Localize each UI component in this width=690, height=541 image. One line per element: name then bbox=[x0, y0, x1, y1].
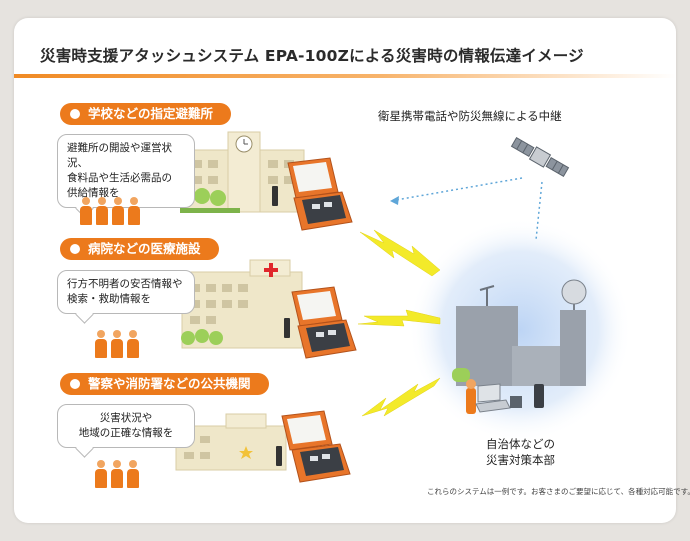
attache-case-3 bbox=[276, 410, 351, 483]
hq-label-line: 災害対策本部 bbox=[486, 453, 555, 467]
attache-case-2 bbox=[284, 286, 357, 359]
bubble-line: 検索・救助情報を bbox=[67, 293, 151, 305]
hq-building-icon bbox=[452, 279, 587, 386]
bubble-line: 行方不明者の安否情報や bbox=[67, 278, 183, 290]
hospital-building-icon bbox=[181, 259, 303, 349]
evacuees-people-icon bbox=[80, 197, 140, 225]
attache-case-1 bbox=[272, 157, 353, 231]
relay-label: 衛星携帯電話や防災無線による中継 bbox=[378, 109, 562, 123]
school-building-icon bbox=[178, 131, 305, 213]
hq-glow bbox=[408, 218, 632, 442]
section-heading-shelter: 学校などの指定避難所 bbox=[60, 103, 232, 125]
satellite-icon bbox=[510, 136, 570, 178]
bubble-line: 避難所の開設や運営状況、 bbox=[67, 142, 172, 169]
bubble-line: 供給情報を bbox=[67, 187, 120, 199]
relay-line-to-shelter bbox=[395, 177, 523, 201]
footnote: これらのシステムは一例です。お客さまのご要望に応じて、各種対応可能です。 bbox=[427, 487, 690, 496]
lightning-bolt-3 bbox=[361, 377, 441, 417]
hq-equipment-icon bbox=[466, 379, 544, 414]
hq-label: 自治体などの 災害対策本部 bbox=[486, 436, 555, 468]
bubble-line: 災害状況や bbox=[99, 412, 153, 424]
section-heading-public-facility: 警察や消防署などの公共機関 bbox=[60, 373, 269, 395]
title-underline bbox=[14, 74, 676, 78]
info-bubble-public-facility: 災害状況や 地域の正確な情報を bbox=[57, 404, 195, 448]
bubble-line: 食料品や生活必需品の bbox=[67, 172, 172, 184]
lightning-bolt-1 bbox=[359, 229, 441, 277]
public-facility-building-icon bbox=[175, 413, 287, 471]
info-bubble-shelter: 避難所の開設や運営状況、 食料品や生活必需品の 供給情報を bbox=[57, 134, 195, 208]
medical-staff-people-icon bbox=[95, 330, 139, 358]
page-title: 災害時支援アタッシュシステム EPA-100Zによる災害時の情報伝達イメージ bbox=[40, 47, 584, 65]
responders-people-icon bbox=[95, 460, 139, 488]
hq-label-line: 自治体などの bbox=[486, 437, 555, 451]
relay-arrowhead bbox=[390, 196, 399, 205]
bubble-line: 地域の正確な情報を bbox=[78, 427, 174, 439]
lightning-bolt-2 bbox=[357, 309, 441, 327]
section-heading-hospital: 病院などの医療施設 bbox=[60, 238, 219, 260]
info-bubble-hospital: 行方不明者の安否情報や 検索・救助情報を bbox=[57, 270, 195, 314]
